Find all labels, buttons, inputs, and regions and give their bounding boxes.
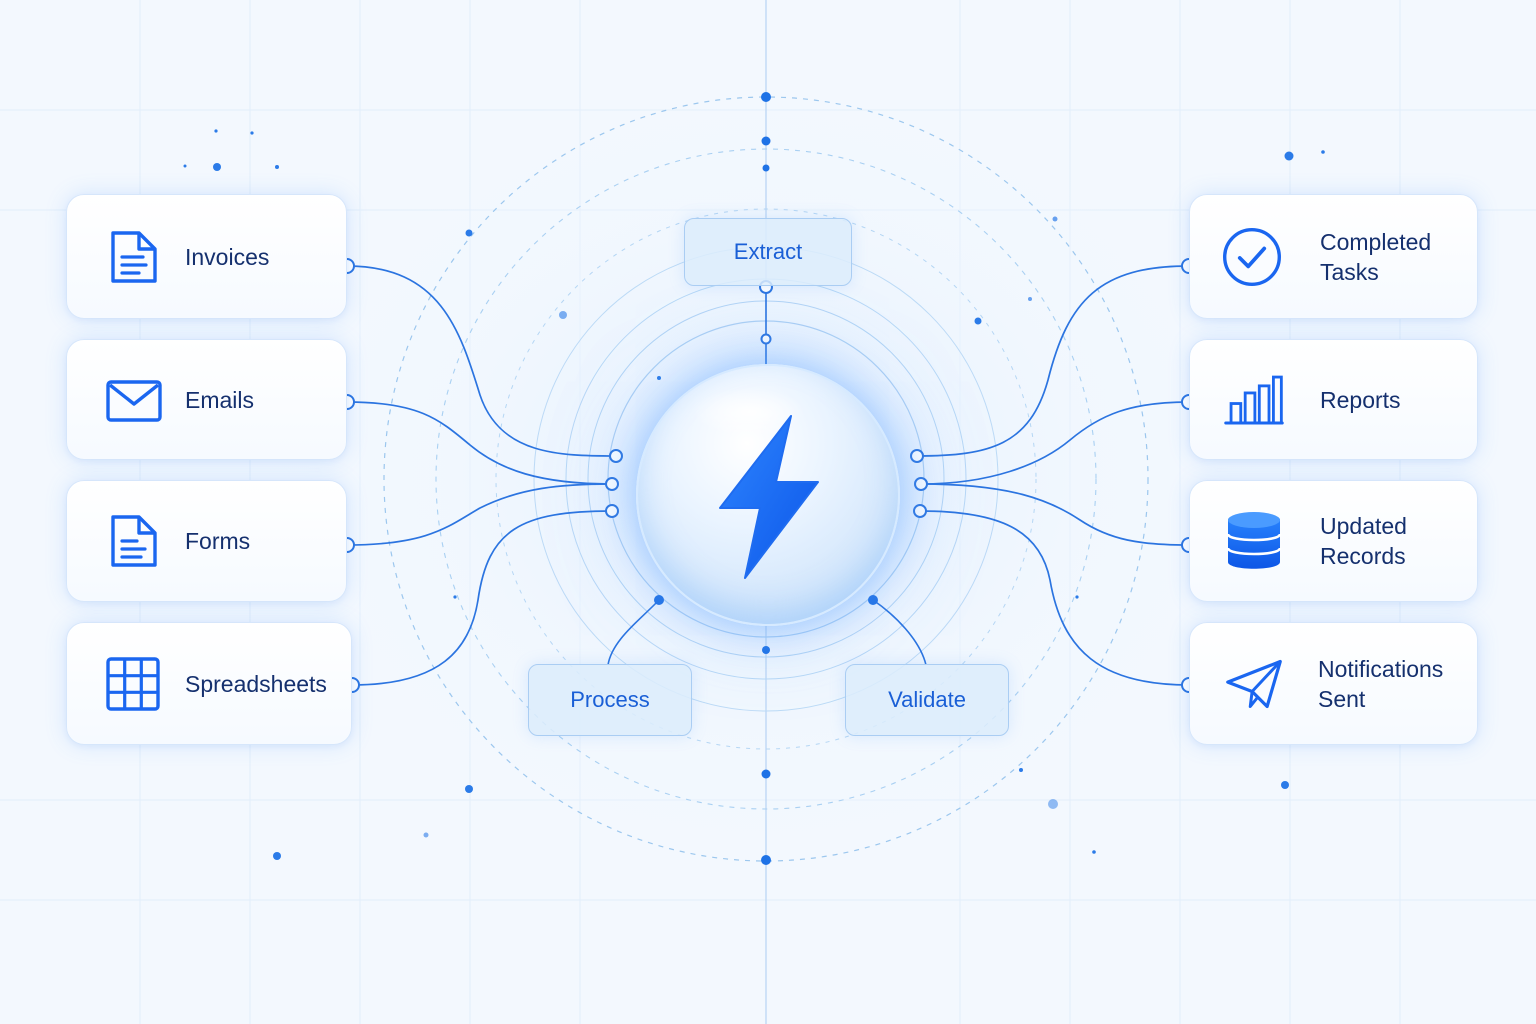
input-card-label: Invoices <box>185 243 270 270</box>
lightning-bolt-icon <box>719 415 819 579</box>
input-card-label: Spreadsheets <box>185 670 327 697</box>
check-circle-icon <box>1223 227 1284 287</box>
output-card-label: Updated Records <box>1320 511 1463 571</box>
output-card-label: Completed Tasks <box>1320 227 1463 287</box>
output-card-label-line1: Completed <box>1320 228 1432 255</box>
particles <box>183 129 1325 860</box>
input-card-label: Forms <box>185 528 251 554</box>
axis-dots <box>761 92 771 865</box>
output-card-label-line2: Records <box>1320 543 1406 569</box>
document-icon <box>103 227 163 287</box>
bar-chart-icon <box>1224 370 1284 430</box>
input-card-invoices[interactable]: Invoices <box>66 194 347 319</box>
input-connectors <box>346 265 617 686</box>
step-validate[interactable]: Validate <box>845 664 1009 736</box>
output-card-label: Notifications Sent <box>1318 654 1463 714</box>
step-process-label: Process <box>570 687 650 712</box>
output-card-completed-tasks[interactable]: Completed Tasks <box>1189 194 1478 319</box>
input-card-emails[interactable]: Emails <box>66 339 347 460</box>
grid-table-icon <box>103 654 163 714</box>
output-card-updated-records[interactable]: Updated Records <box>1189 480 1478 602</box>
form-document-icon <box>103 511 163 571</box>
database-icon <box>1224 511 1284 571</box>
output-card-label-line1: Updated <box>1320 513 1407 539</box>
input-card-label: Emails <box>185 386 255 413</box>
step-connectors <box>607 286 927 666</box>
output-card-label-line2: Tasks <box>1320 258 1379 285</box>
output-connectors <box>916 265 1190 686</box>
step-process[interactable]: Process <box>528 664 692 736</box>
step-extract[interactable]: Extract <box>684 218 852 286</box>
output-card-label-line2: Sent <box>1318 685 1366 712</box>
automation-hub <box>636 364 900 626</box>
output-card-label: Reports <box>1320 385 1463 415</box>
output-card-notifications-sent[interactable]: Notifications Sent <box>1189 622 1478 745</box>
output-card-label-line1: Notifications <box>1318 655 1444 682</box>
input-card-spreadsheets[interactable]: Spreadsheets <box>66 622 352 745</box>
envelope-icon <box>103 370 163 430</box>
paper-plane-icon <box>1224 654 1284 714</box>
step-validate-label: Validate <box>888 687 966 712</box>
step-extract-label: Extract <box>733 239 803 264</box>
input-card-forms[interactable]: Forms <box>66 480 347 602</box>
output-card-label-line1: Reports <box>1320 386 1401 413</box>
output-card-reports[interactable]: Reports <box>1189 339 1478 460</box>
